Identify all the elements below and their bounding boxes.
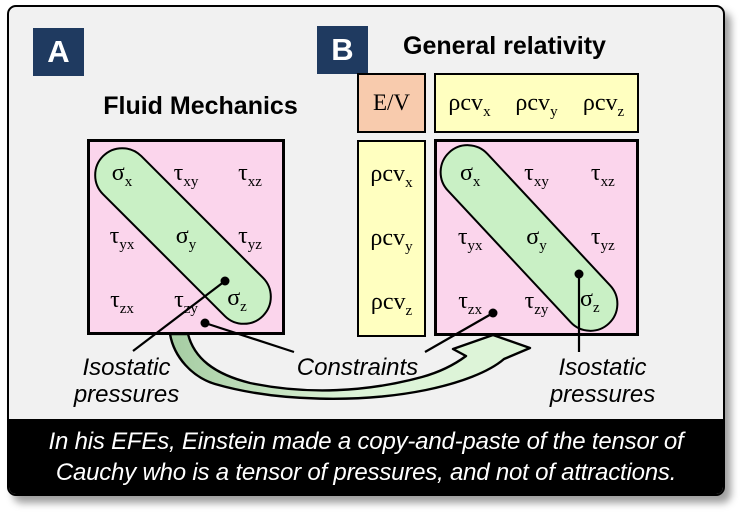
tensor-cell: τyz <box>238 223 262 254</box>
tensor-cell: τxz <box>590 160 615 191</box>
panel-b-title: General relativity <box>403 32 606 60</box>
tensor-cell: σy <box>175 223 197 254</box>
tensor-cell: τyx <box>457 223 483 254</box>
energy-density-cell: E/V <box>357 73 426 133</box>
diagram-panel: A Fluid Mechanics B General relativity σ… <box>7 5 725 496</box>
momentum-column-vector: ρcvx ρcvy ρcvz <box>357 140 426 337</box>
annotation-isostatic-left: Isostatic pressures <box>44 354 209 408</box>
badge-b: B <box>317 26 368 74</box>
tensor-cell: τyx <box>109 223 135 254</box>
momentum-cell: ρcvz <box>582 89 625 120</box>
annotation-line: Isostatic <box>558 354 647 381</box>
tensor-cell: σx <box>459 160 481 191</box>
annotation-line: pressures <box>73 381 180 408</box>
momentum-cell: ρcvz <box>370 289 413 320</box>
tensor-cell: σx <box>111 160 133 190</box>
tensor-cell: σz <box>227 284 247 315</box>
tensor-cell: τxz <box>238 160 262 190</box>
energy-density-label: E/V <box>372 90 411 115</box>
momentum-cell: ρcvy <box>515 89 558 120</box>
tensor-cell: σz <box>580 285 600 316</box>
tensor-cell: τxy <box>524 160 549 191</box>
momentum-cell: ρcvy <box>370 224 413 255</box>
tensor-cell: τxy <box>173 160 199 190</box>
momentum-cell: ρcvx <box>370 160 413 191</box>
panel-a-title: Fluid Mechanics <box>103 92 298 120</box>
caption-line-2: Cauchy who is a tensor of pressures, and… <box>55 458 677 486</box>
annotation-constraints: Constraints <box>296 354 419 381</box>
annotation-line: pressures <box>549 381 656 408</box>
tensor-cell: τzy <box>524 287 549 318</box>
momentum-row-vector: ρcvx ρcvy ρcvz <box>434 73 639 133</box>
tensor-cell: τzy <box>174 286 198 317</box>
tensor-cell: τyz <box>590 223 615 254</box>
tensor-cell: σy <box>526 223 547 254</box>
tensor-cell: τzx <box>110 286 134 317</box>
fluid-stress-matrix: σx τxy τxz τyx σy τyz τzx τzy σz <box>82 135 285 337</box>
annotation-line: Isostatic <box>82 354 171 381</box>
badge-a: A <box>33 28 84 76</box>
tensor-cell: τzx <box>458 287 483 318</box>
annotation-isostatic-right: Isostatic pressures <box>520 354 685 408</box>
caption-line-1: In his EFEs, Einstein made a copy-and-pa… <box>48 427 684 455</box>
momentum-cell: ρcvx <box>448 89 491 120</box>
caption-bar: In his EFEs, Einstein made a copy-and-pa… <box>9 419 723 494</box>
gr-stress-matrix: σx τxy τxz τyx σy τyz τzx τzy σz <box>428 132 639 344</box>
